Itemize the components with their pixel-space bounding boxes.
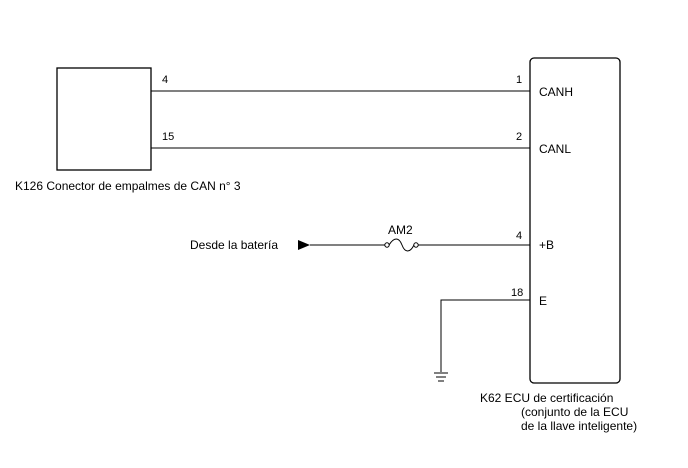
- k62-pin-b: +B: [539, 238, 554, 252]
- k62-label-line3: de la llave inteligente): [521, 419, 637, 433]
- fuse-label: AM2: [388, 223, 413, 237]
- ground-icon: [434, 372, 448, 382]
- k62-label-line2: (conjunto de la ECU: [521, 405, 628, 419]
- k62-pin-canl: CANL: [539, 142, 571, 156]
- k62-pin-4: 4: [516, 230, 522, 242]
- k126-connector-box: [56, 67, 152, 171]
- arrow-right-icon: [298, 240, 310, 250]
- k62-ecu-box: [529, 57, 621, 384]
- k126-label: K126 Conector de empalmes de CAN n° 3: [15, 179, 241, 193]
- k62-label-line1: K62 ECU de certificación: [480, 391, 613, 405]
- ground-wire: [440, 299, 530, 372]
- battery-source-label: Desde la batería: [190, 238, 278, 252]
- k62-pin-e: E: [539, 294, 547, 308]
- fuse-icon: [384, 238, 419, 252]
- k126-connector: K126 Conector de empalmes de CAN n° 3 4 …: [15, 67, 241, 193]
- k126-pin-4: 4: [162, 74, 168, 86]
- k62-pin-1: 1: [516, 74, 522, 86]
- k62-pin-2: 2: [516, 131, 522, 143]
- k62-pin-canh: CANH: [539, 85, 573, 99]
- k62-ecu: K62 ECU de certificación (conjunto de la…: [480, 57, 637, 433]
- k126-pin-15: 15: [162, 131, 174, 143]
- k62-pin-18: 18: [511, 287, 523, 299]
